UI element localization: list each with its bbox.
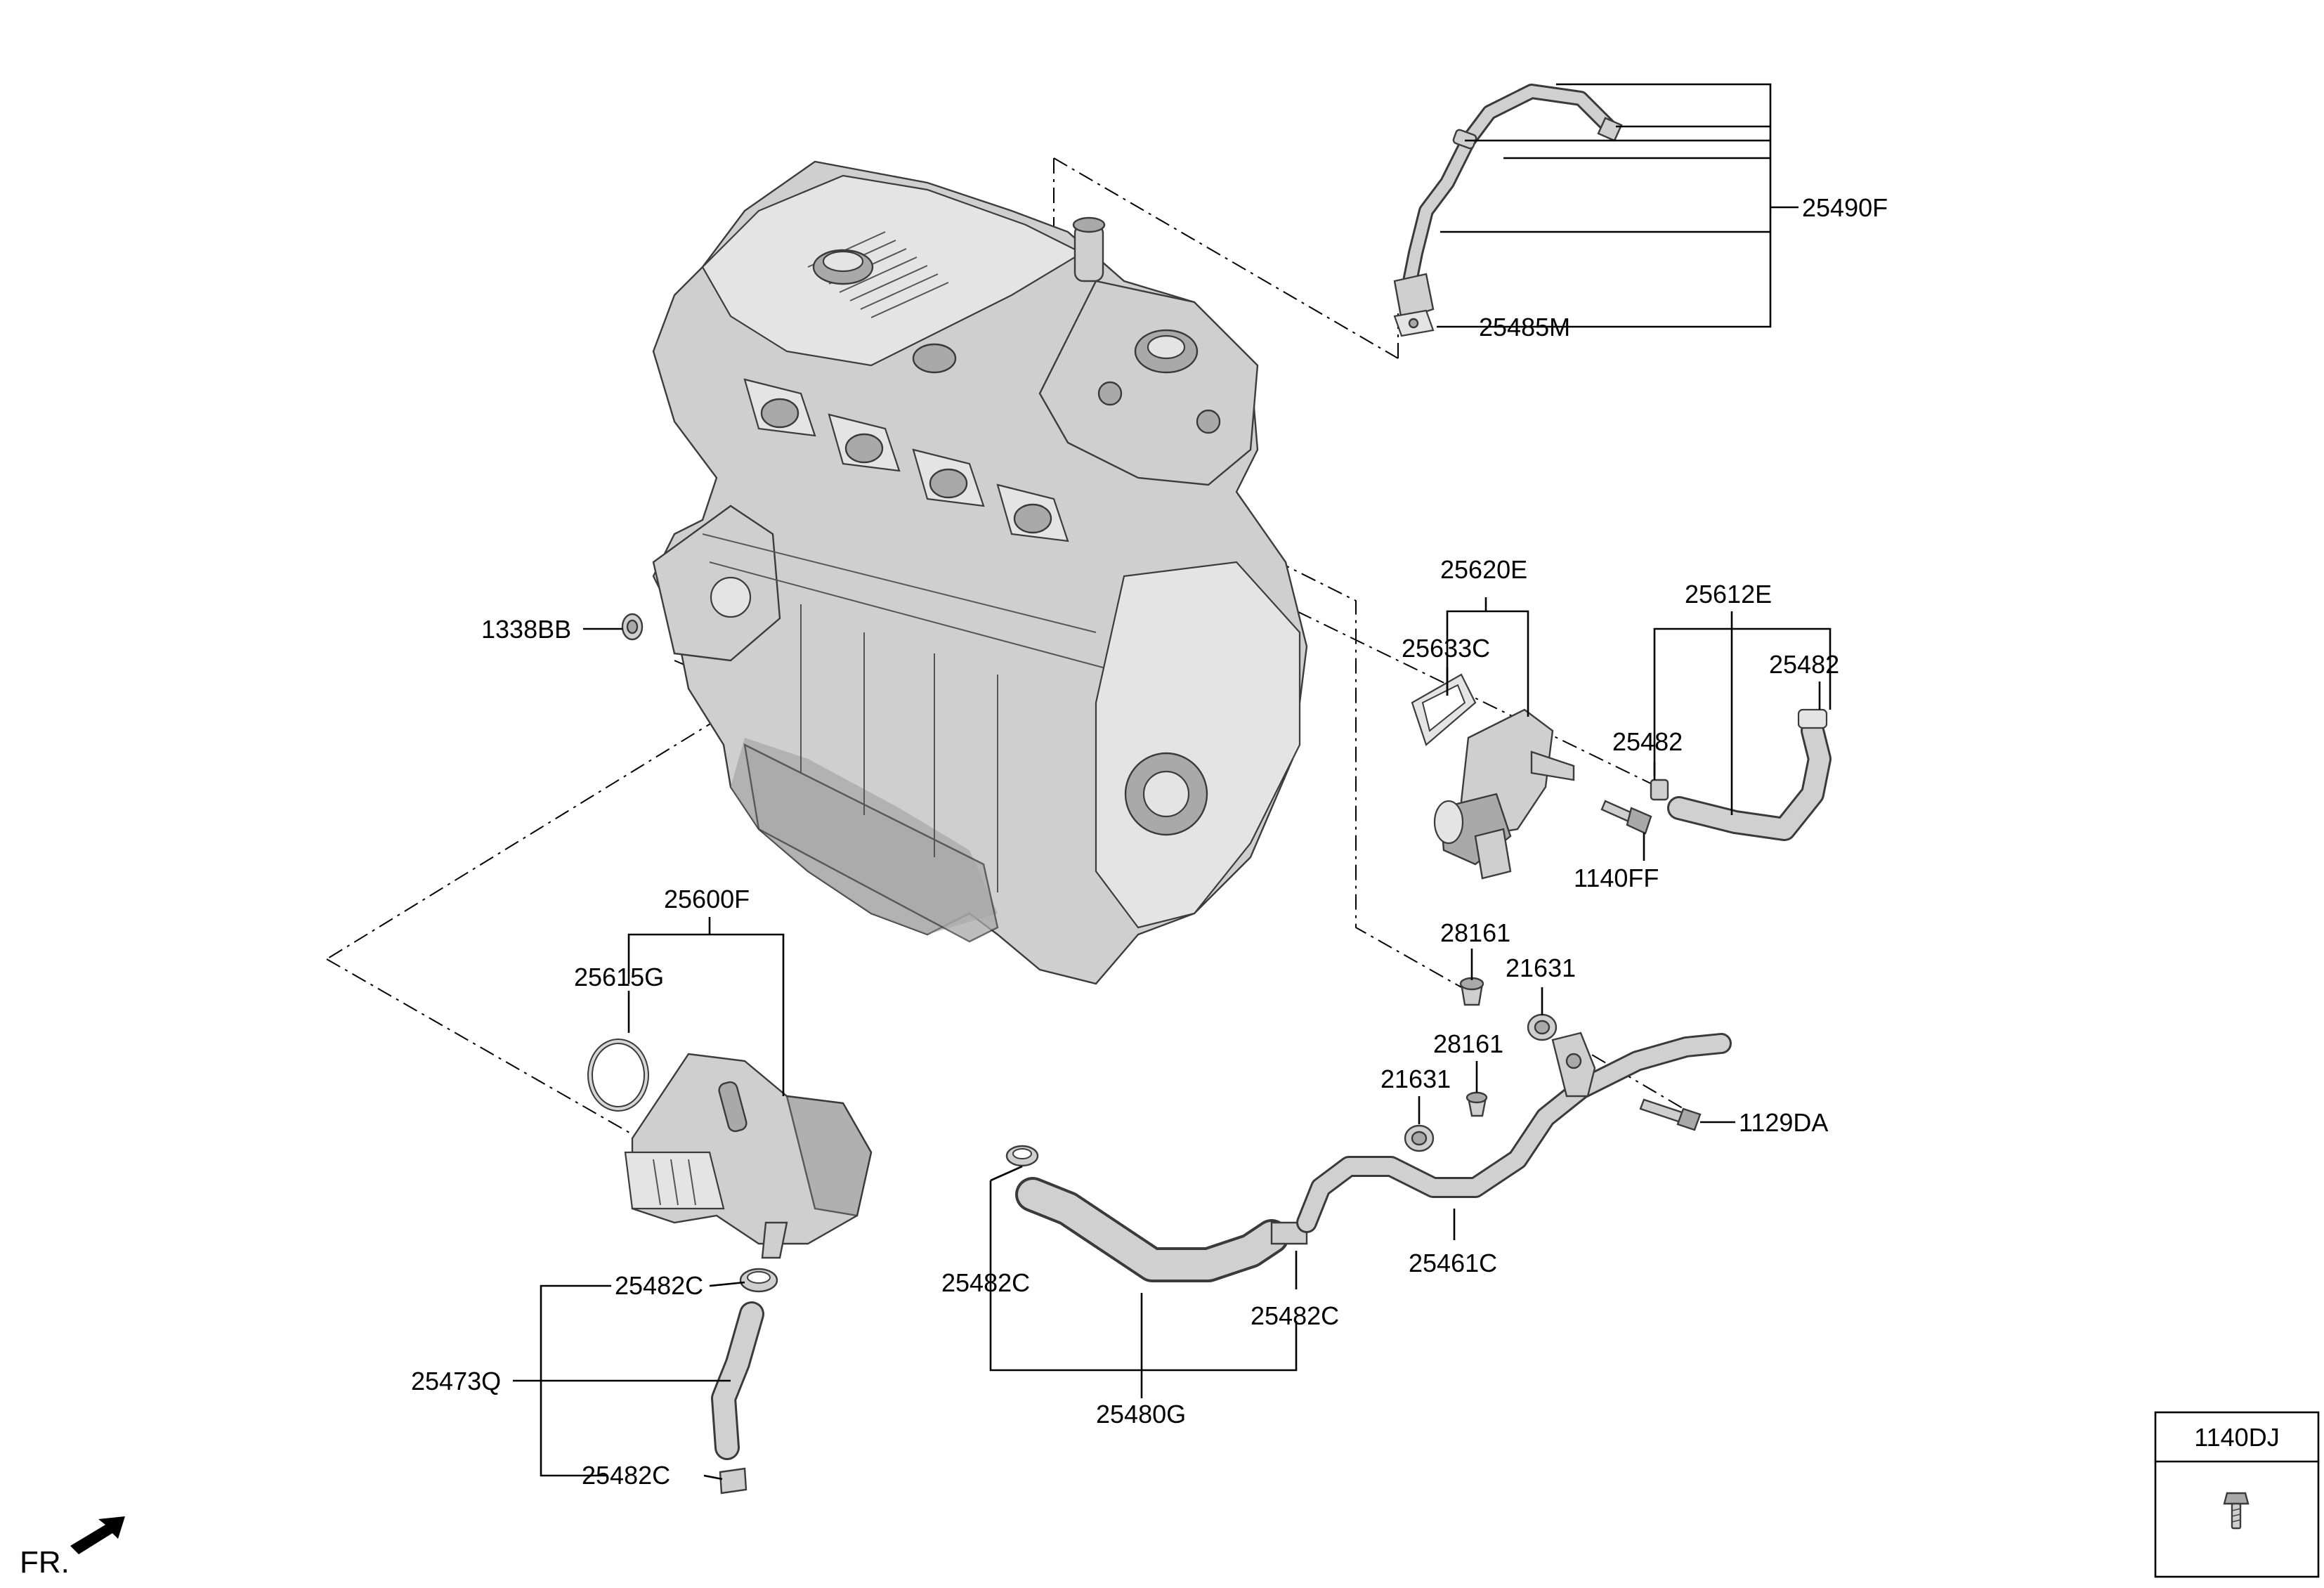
engine-assembly: [652, 160, 1308, 985]
label-25461C: 25461C: [1409, 1249, 1497, 1277]
part-21631-grommet-b: [1404, 1124, 1435, 1152]
part-25482C-clamp-a: [1005, 1145, 1039, 1167]
label-25473Q: 25473Q: [411, 1367, 501, 1395]
front-arrow-icon: [70, 1516, 125, 1554]
bolt-icon: [2223, 1492, 2250, 1530]
label-25615G: 25615G: [574, 963, 664, 991]
part-25480G-hose: [1015, 1177, 1289, 1282]
label-25482C-c: 25482C: [615, 1271, 703, 1300]
part-28161-bolt-a: [1459, 977, 1484, 1006]
part-25490F-hose: [1393, 84, 1623, 321]
label-21631-a: 21631: [1506, 954, 1576, 982]
fr-label: FR.: [20, 1545, 70, 1580]
label-28161-a: 28161: [1440, 918, 1510, 947]
part-25600F-water-pump: [624, 1053, 873, 1259]
label-25482C-a: 25482C: [941, 1268, 1030, 1297]
front-direction-indicator: FR.: [20, 1516, 125, 1580]
label-25482C-d: 25482C: [582, 1461, 670, 1490]
part-25482C-clamp-lower: [719, 1467, 748, 1495]
part-21631-grommet-a: [1527, 1013, 1558, 1041]
label-25485M: 25485M: [1479, 313, 1570, 341]
legend-title: 1140DJ: [2194, 1423, 2279, 1452]
part-25485M-gasket: [1393, 309, 1435, 337]
label-21631-b: 21631: [1380, 1065, 1451, 1093]
part-1338BB-plug: [621, 613, 644, 641]
part-25461C-pipe: [1296, 1031, 1732, 1233]
label-25612E: 25612E: [1685, 580, 1772, 608]
part-25482C-clamp-upper: [739, 1268, 778, 1293]
label-1338BB: 1338BB: [481, 615, 571, 644]
label-25490F: 25490F: [1802, 193, 1888, 222]
label-1140FF: 1140FF: [1574, 864, 1659, 892]
label-25620E: 25620E: [1440, 555, 1527, 584]
label-25482-mid: 25482: [1612, 727, 1683, 756]
part-1129DA-bolt: [1639, 1098, 1702, 1131]
leader-lines: [513, 83, 1832, 1480]
label-25633C: 25633C: [1402, 634, 1490, 663]
label-25482-top: 25482: [1769, 650, 1839, 679]
part-25615G-oring: [587, 1039, 649, 1112]
legend-box-1140DJ: 1140DJ: [2154, 1411, 2320, 1578]
label-25482C-b: 25482C: [1251, 1301, 1339, 1330]
label-25480G: 25480G: [1096, 1400, 1186, 1428]
part-1140FF-bolt: [1600, 800, 1652, 835]
label-28161-b: 28161: [1433, 1029, 1503, 1058]
part-25633C-gasket: [1411, 673, 1477, 746]
part-25612E-hose: [1650, 708, 1832, 841]
label-1129DA: 1129DA: [1739, 1108, 1828, 1137]
part-25620E-housing: [1433, 708, 1575, 880]
label-25600F: 25600F: [664, 885, 750, 913]
part-28161-bolt-b: [1465, 1091, 1488, 1117]
callout-labels: 25490F 25485M 1338BB 25620E 25633C 25612…: [411, 193, 1888, 1490]
